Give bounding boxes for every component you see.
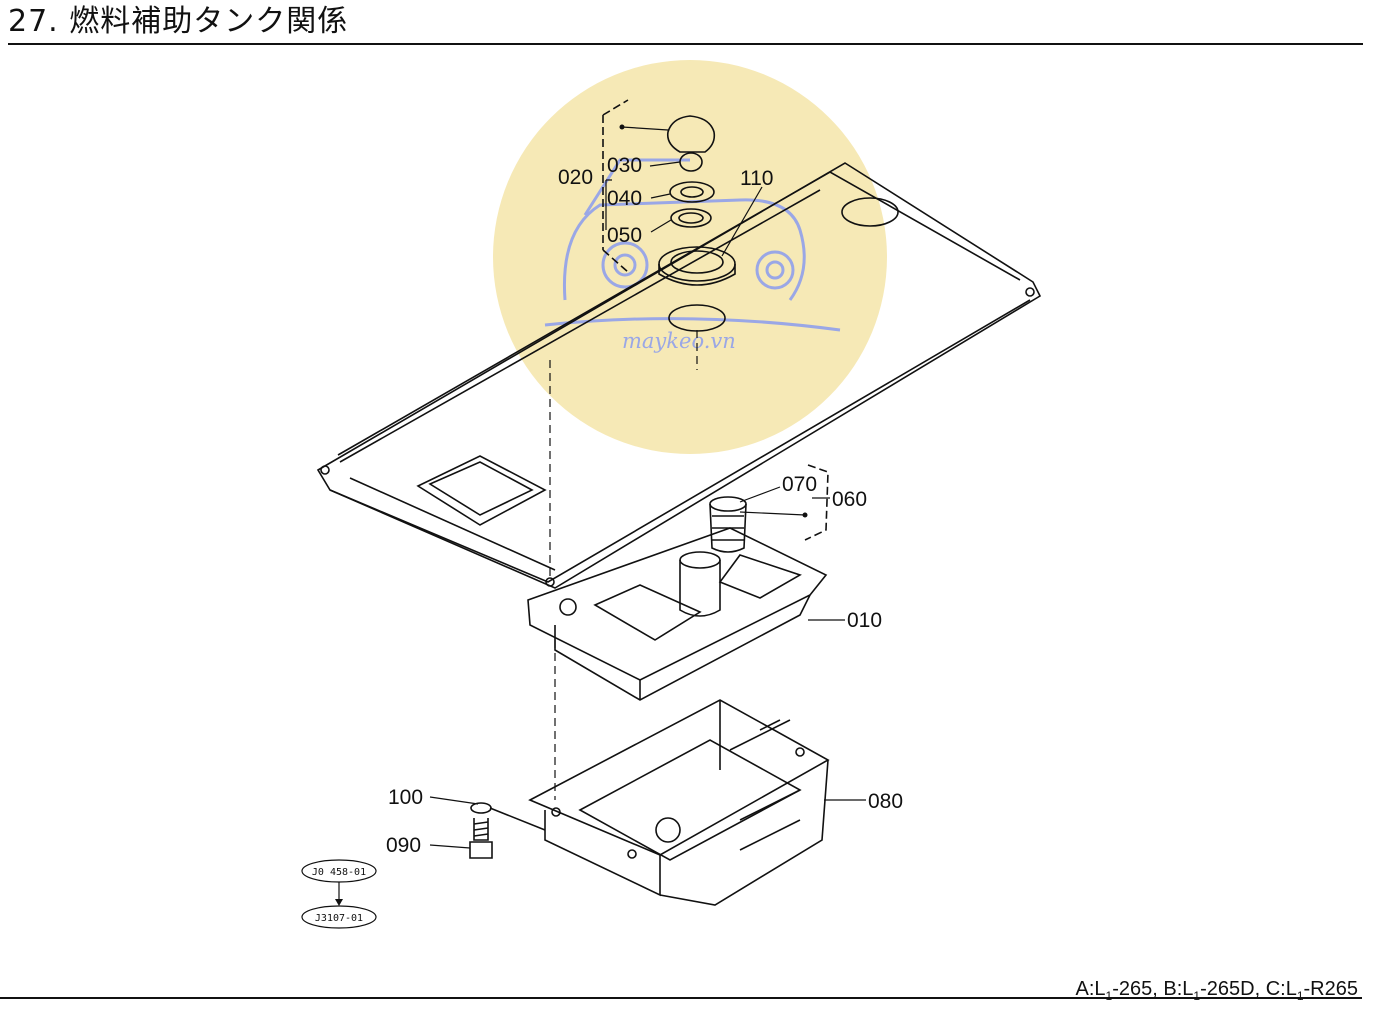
model-b-sub: 1 xyxy=(1193,989,1201,1003)
label-100: 100 xyxy=(388,786,423,809)
ref-oval-1 xyxy=(301,859,377,883)
ref-code-2: J3107-01 xyxy=(315,913,363,924)
label-010: 010 xyxy=(847,609,882,632)
model-c-prefix: C:L xyxy=(1265,978,1297,1000)
watermark: maykeo.vn xyxy=(493,60,887,454)
watermark-text: maykeo.vn xyxy=(622,329,736,353)
bolt-and-washer xyxy=(469,802,546,859)
model-b-prefix: B:L xyxy=(1163,978,1194,1000)
label-040: 040 xyxy=(607,187,642,210)
alignment-lines xyxy=(549,330,698,800)
strainer-assembly xyxy=(709,464,829,553)
label-030: 030 xyxy=(607,154,642,177)
ref-code-1: J0 458-01 xyxy=(312,867,366,878)
model-c-sub: 1 xyxy=(1296,989,1304,1003)
model-a-sub: 1 xyxy=(1105,989,1113,1003)
label-080: 080 xyxy=(868,790,903,813)
label-110: 110 xyxy=(740,167,773,190)
bottom-rule xyxy=(0,997,1362,999)
model-a-suffix: -265, xyxy=(1112,978,1158,1000)
ref-oval-2 xyxy=(301,905,377,929)
reference-notes: J0 458-01 J3107-01 xyxy=(301,859,377,929)
sub-tank xyxy=(527,527,828,701)
tractor-logo-icon xyxy=(544,158,841,332)
leader-lines xyxy=(338,126,866,904)
ref-arrow-icon xyxy=(335,899,343,906)
label-060: 060 xyxy=(832,488,867,511)
model-a-prefix: A:L xyxy=(1075,978,1106,1000)
support-bracket xyxy=(528,699,830,906)
label-020: 020 xyxy=(558,166,593,189)
filler-cap-assembly xyxy=(602,99,736,286)
model-c-suffix: -R265 xyxy=(1303,978,1358,1000)
title-rule xyxy=(8,43,1363,45)
cover-plate xyxy=(316,162,1042,589)
label-070: 070 xyxy=(782,473,817,496)
label-090: 090 xyxy=(386,834,421,857)
model-applicability: A:L1-265, B:L1-265D, C:L1-R265 xyxy=(1076,978,1358,1003)
page-title: 27. 燃料補助タンク関係 xyxy=(8,4,349,39)
label-050: 050 xyxy=(607,224,642,247)
model-b-suffix: -265D, xyxy=(1200,978,1261,1000)
watermark-circle xyxy=(493,60,887,454)
